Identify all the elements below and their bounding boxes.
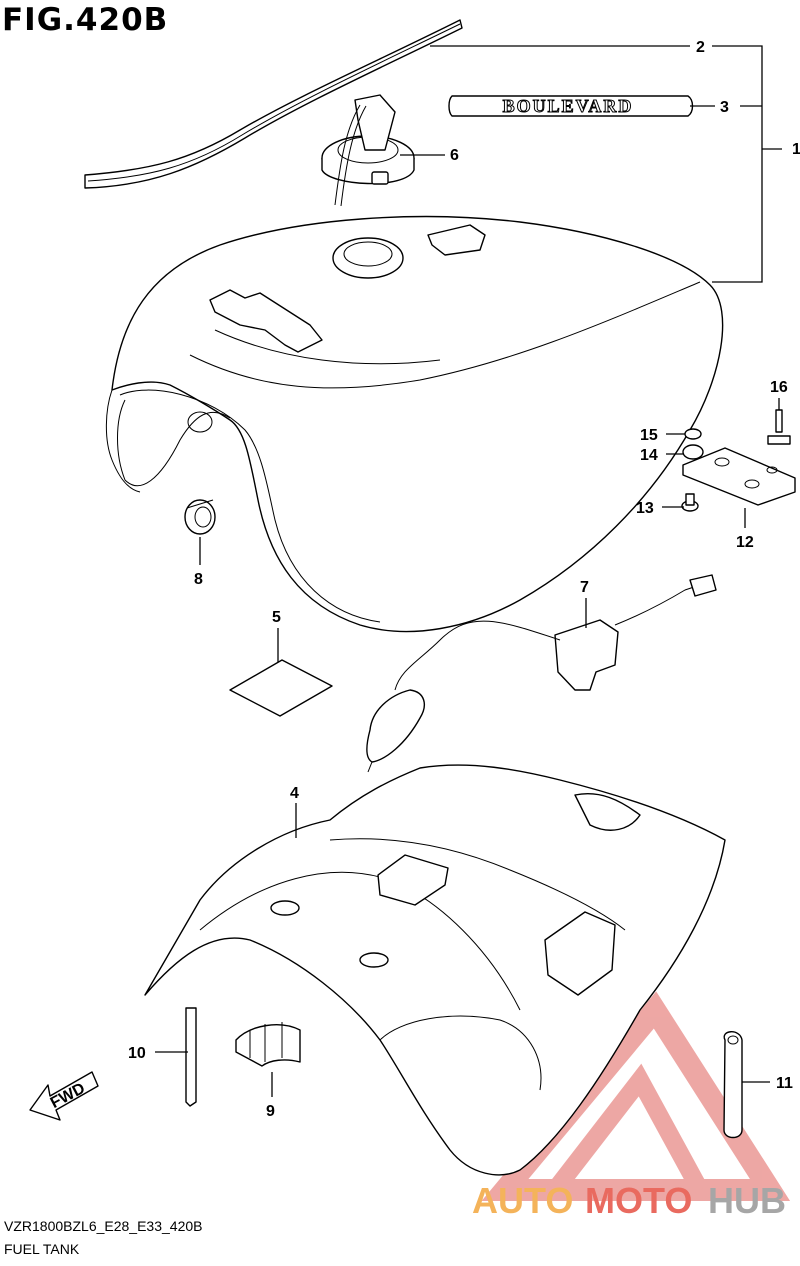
callout-5: 5 bbox=[272, 609, 281, 626]
watermark-hub: HUB bbox=[708, 1180, 786, 1221]
callout-16: 16 bbox=[770, 379, 788, 396]
part-5-label bbox=[229, 659, 333, 717]
watermark-auto: AUTO bbox=[472, 1180, 573, 1221]
part-7-fuel-sender bbox=[366, 574, 717, 773]
callout-15: 15 bbox=[640, 427, 658, 444]
part-10-cable-tie bbox=[185, 1007, 197, 1107]
part-3-emblem: BOULEVARD bbox=[448, 95, 694, 117]
fwd-label: FWD bbox=[48, 1080, 88, 1112]
emblem-text: BOULEVARD bbox=[503, 96, 634, 116]
part-2-trim-strip bbox=[84, 19, 463, 189]
callout-14: 14 bbox=[640, 447, 658, 464]
callout-11: 11 bbox=[776, 1075, 793, 1092]
leader-lines bbox=[155, 45, 782, 1097]
callout-13: 13 bbox=[636, 500, 654, 517]
callout-2: 2 bbox=[696, 39, 705, 56]
figure-title: FIG.420B bbox=[2, 2, 169, 38]
part-9-damper bbox=[235, 1022, 301, 1067]
callout-10: 10 bbox=[128, 1045, 146, 1062]
callout-9: 9 bbox=[266, 1103, 275, 1120]
part-14-cushion bbox=[682, 444, 704, 460]
part-15-washer bbox=[684, 428, 702, 440]
model-code: VZR1800BZL6_E28_E33_420B bbox=[4, 1218, 203, 1234]
watermark-moto: MOTO bbox=[585, 1180, 692, 1221]
callouts: 1 2 3 4 5 6 7 8 9 10 11 12 13 14 15 16 bbox=[128, 39, 800, 1120]
callout-7: 7 bbox=[580, 579, 589, 596]
part-4-cover bbox=[144, 764, 726, 1176]
part-6-fuel-cap bbox=[321, 94, 415, 207]
part-1-fuel-tank bbox=[105, 215, 724, 633]
part-8-grommet bbox=[184, 499, 216, 535]
callout-6: 6 bbox=[450, 147, 459, 164]
callout-8: 8 bbox=[194, 571, 203, 588]
callout-12: 12 bbox=[736, 534, 754, 551]
callout-1: 1 bbox=[792, 141, 800, 158]
part-16-bolt bbox=[767, 409, 791, 445]
callout-3: 3 bbox=[720, 99, 729, 116]
figure-name: FUEL TANK bbox=[4, 1241, 80, 1257]
part-11-band bbox=[723, 1031, 743, 1139]
watermark-text: AUTO MOTO HUB bbox=[472, 1180, 786, 1221]
fwd-arrow: FWD bbox=[29, 1071, 99, 1121]
part-12-bracket bbox=[682, 447, 796, 506]
callout-4: 4 bbox=[290, 785, 299, 802]
part-13-bolt bbox=[681, 493, 699, 512]
